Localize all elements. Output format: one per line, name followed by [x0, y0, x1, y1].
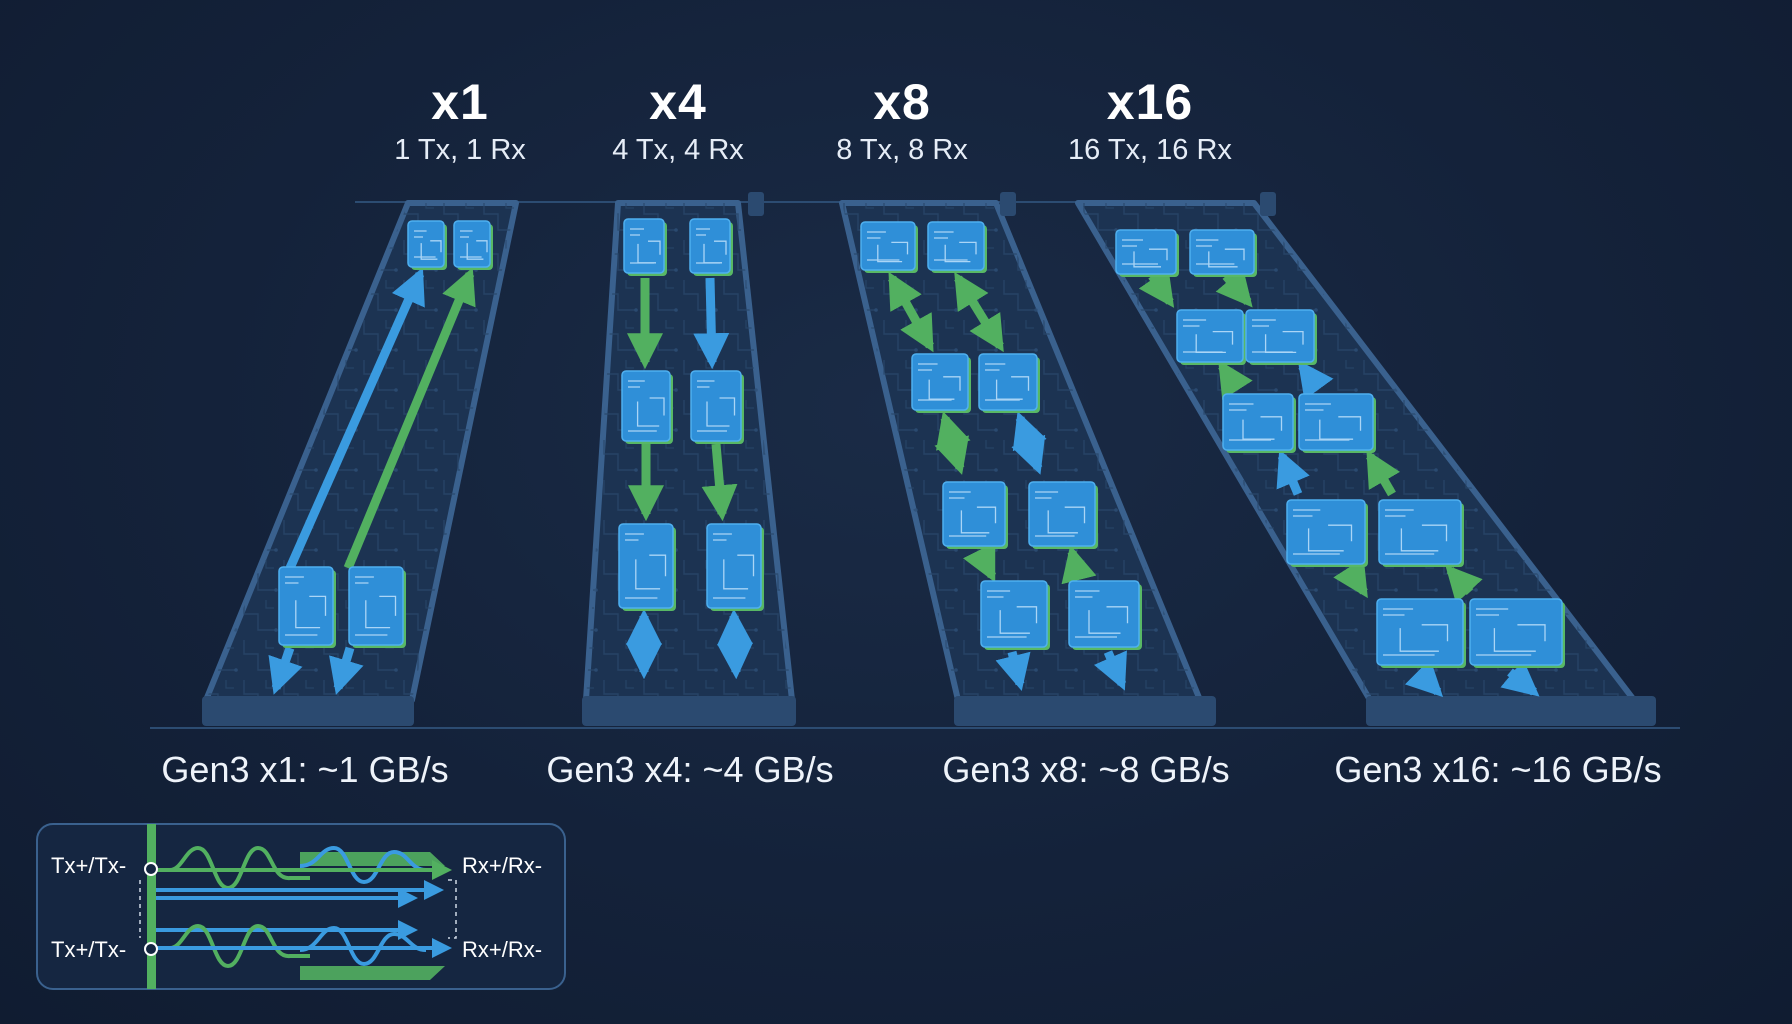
- tx-lane-arrow: [285, 267, 425, 570]
- lane-header-x4: x4 4 Tx, 4 Rx: [548, 74, 808, 170]
- inset-frame: [36, 823, 566, 990]
- lane-chip-icon: [860, 221, 918, 273]
- lane-chip-icon: [690, 370, 744, 444]
- tx-port-icon: [144, 942, 158, 956]
- signal-inset: [36, 823, 566, 990]
- lane-width-label: x4: [649, 74, 707, 130]
- lane-chip-icon: [1068, 580, 1142, 650]
- card-bracket: [582, 696, 796, 726]
- lane-chip-icon: [1298, 393, 1376, 453]
- lane-pairs-label: 8 Tx, 8 Rx: [836, 134, 968, 166]
- lane-chip-icon: [978, 353, 1040, 413]
- bandwidth-label-x16: Gen3 x16: ~16 GB/s: [1334, 749, 1662, 790]
- lane-chip-icon: [942, 481, 1008, 549]
- lane-chip-icon: [407, 220, 447, 270]
- lane-chip-icon: [1176, 309, 1246, 365]
- rx-label-top: Rx+/Rx-: [462, 853, 543, 878]
- tx-label-bottom: Tx+/Tx-: [51, 937, 127, 962]
- card-x4: [582, 192, 796, 726]
- lane-header-x16: x16 16 Tx, 16 Rx: [1020, 74, 1280, 170]
- lane-chip-icon: [706, 523, 764, 611]
- lane-chip-icon: [623, 218, 667, 276]
- lane-chip-icon: [348, 566, 406, 648]
- bandwidth-label-x4: Gen3 x4: ~4 GB/s: [546, 749, 834, 790]
- lane-chip-icon: [1222, 393, 1296, 453]
- lane-pairs-label: 4 Tx, 4 Rx: [612, 134, 744, 166]
- lane-chip-icon: [927, 221, 987, 273]
- lane-chip-icon: [453, 220, 493, 270]
- lane-pairs-label: 16 Tx, 16 Rx: [1068, 134, 1232, 166]
- lane-chip-icon: [1115, 229, 1179, 277]
- lane-pairs-label: 1 Tx, 1 Rx: [394, 134, 526, 166]
- lane-width-label: x1: [431, 74, 489, 130]
- inset-connector-bar: [147, 824, 156, 989]
- lane-chips: [278, 218, 1565, 668]
- lane-chip-icon: [1245, 309, 1317, 365]
- lane-chip-icon: [621, 370, 673, 444]
- lane-width-label: x8: [873, 74, 931, 130]
- lane-chip-icon: [1286, 499, 1368, 567]
- rx-label-bottom: Rx+/Rx-: [462, 937, 543, 962]
- lane-chip-icon: [911, 353, 971, 413]
- rx-lane-arrow: [343, 267, 476, 570]
- lane-chip-icon: [1378, 499, 1464, 567]
- lane-chip-icon: [278, 566, 336, 648]
- lane-chip-icon: [1469, 598, 1565, 668]
- lane-header-x8: x8 8 Tx, 8 Rx: [772, 74, 1032, 170]
- lane-arrows: [268, 267, 1540, 698]
- tx-label-top: Tx+/Tx-: [51, 853, 127, 878]
- lane-chip-icon: [980, 580, 1050, 650]
- lane-chip-icon: [1376, 598, 1466, 668]
- card-bracket: [954, 696, 1216, 726]
- card-bracket: [202, 696, 414, 726]
- lane-chip-icon: [1189, 229, 1257, 277]
- tx-port-icon: [144, 862, 158, 876]
- lane-chip-icon: [1028, 481, 1098, 549]
- lane-header-x1: x1 1 Tx, 1 Rx: [330, 74, 590, 170]
- lane-chip-icon: [689, 218, 733, 276]
- bandwidth-label-x8: Gen3 x8: ~8 GB/s: [942, 749, 1230, 790]
- lane-chip-icon: [618, 523, 676, 611]
- bandwidth-label-x1: Gen3 x1: ~1 GB/s: [161, 749, 449, 790]
- card-bracket: [1366, 696, 1656, 726]
- lane-width-label: x16: [1106, 74, 1194, 130]
